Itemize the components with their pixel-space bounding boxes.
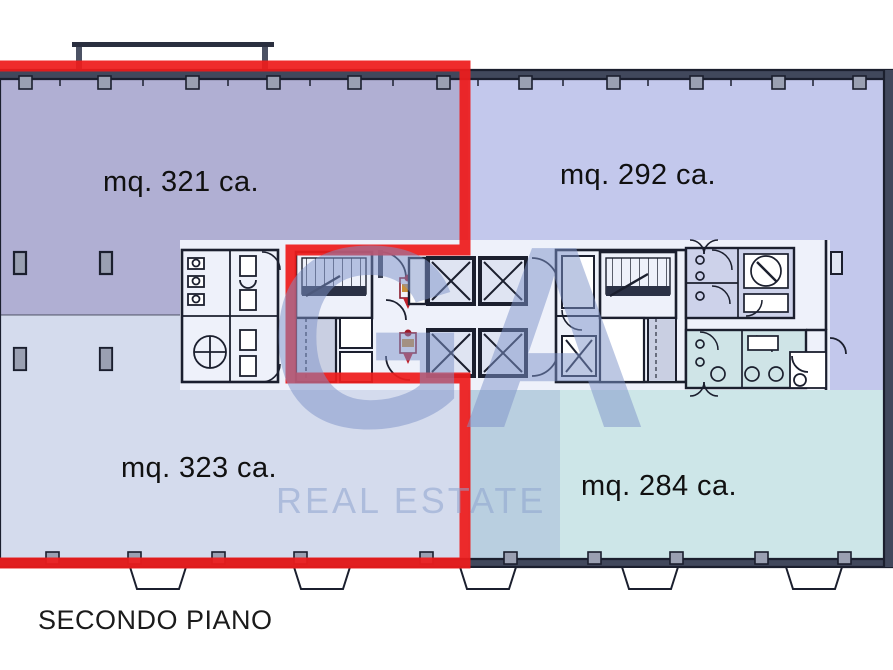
area-label-upper-left: mq. 321 ca. [103, 166, 259, 198]
stair-core-left [294, 250, 374, 384]
stair-core-right [598, 250, 678, 384]
area-label-upper-right: mq. 292 ca. [560, 159, 716, 191]
roof-canopy [72, 42, 274, 69]
window-niches-lower-left [13, 347, 113, 371]
wc-right-corner [789, 337, 847, 389]
area-label-lower-left: mq. 323 ca. [121, 452, 277, 484]
elevator-cab [478, 328, 528, 378]
elevator-bank [407, 256, 559, 378]
facade-columns-top [18, 75, 867, 90]
elevator-cab [478, 256, 528, 306]
exterior-wall-top [0, 70, 893, 79]
exterior-wall-right [884, 70, 893, 567]
floor-caption: SECONDO PIANO [38, 605, 273, 635]
balconies [128, 566, 844, 590]
red-boundary-outline [0, 60, 471, 569]
service-block-right-upper [684, 239, 796, 320]
elevator-cab [426, 328, 476, 378]
area-fill-lower-right-teal [560, 390, 893, 567]
service-block-right-lower [684, 328, 808, 397]
service-block-left [180, 248, 281, 384]
elevator-cab [426, 256, 476, 306]
area-label-lower-right: mq. 284 ca. [581, 470, 737, 502]
